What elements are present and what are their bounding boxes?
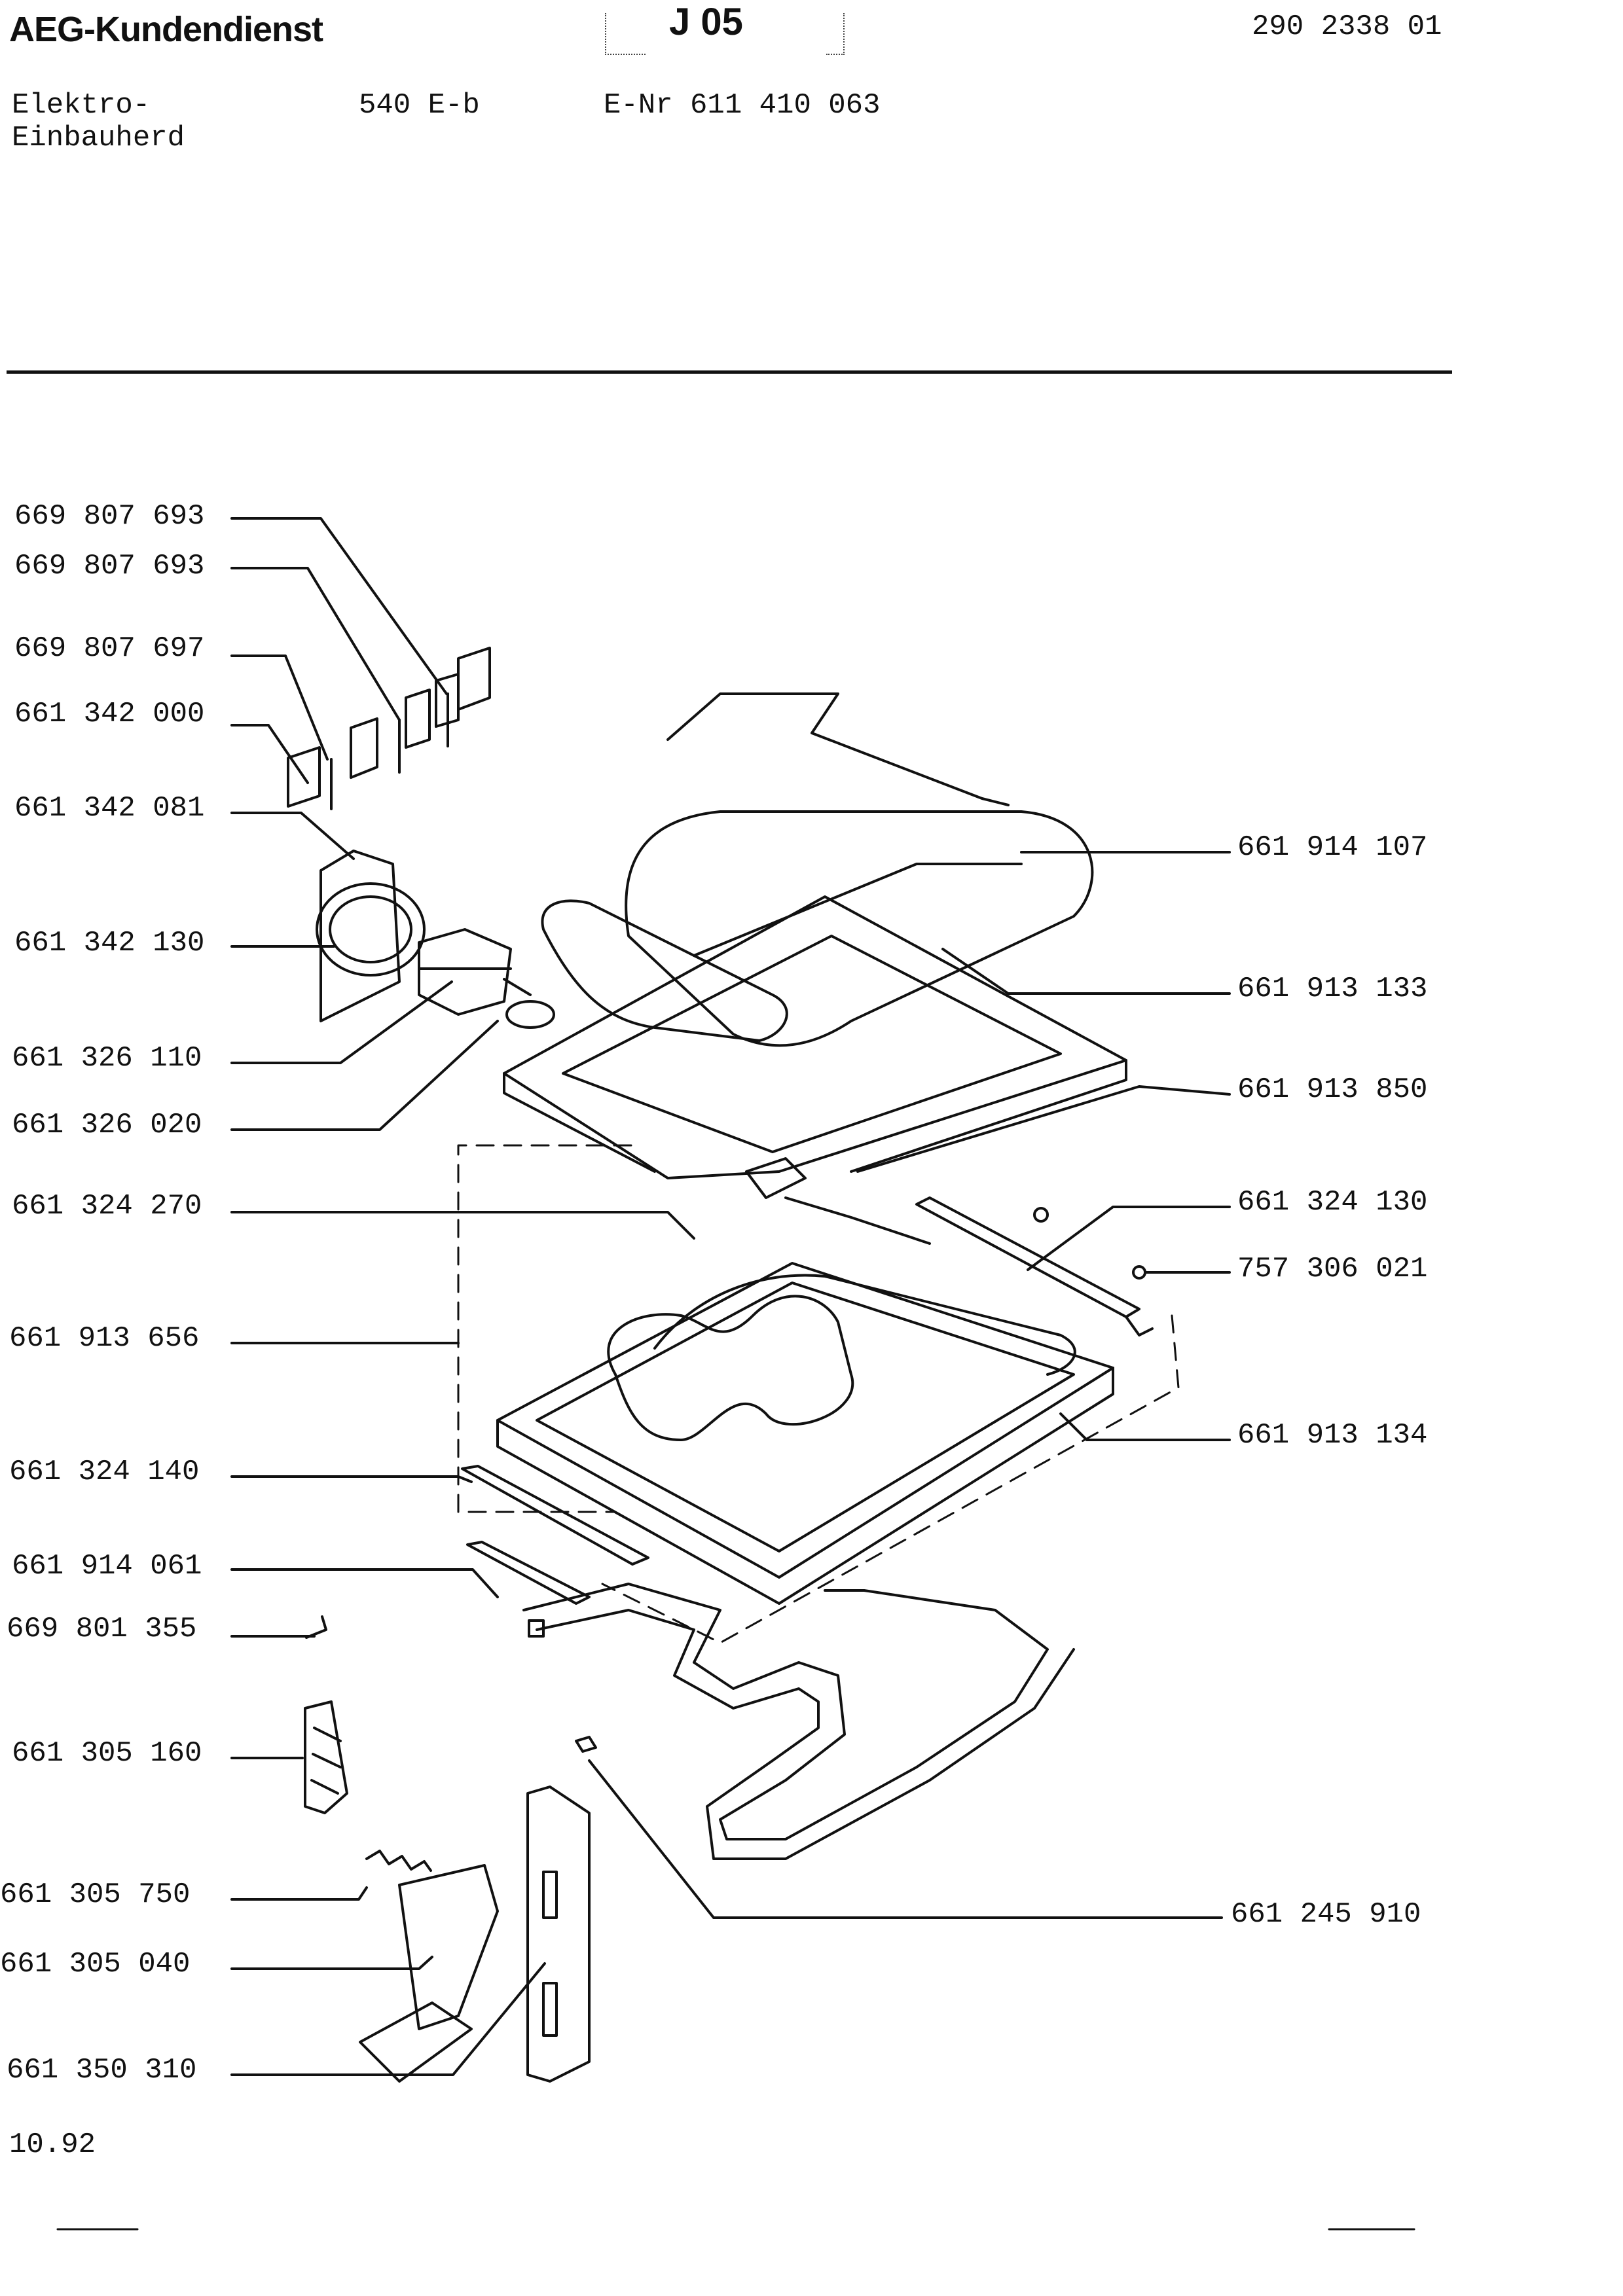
product-enr: E-Nr 611 410 063 [604,89,881,122]
part-label-right: 661 914 107 [1237,831,1428,864]
switch-plates [287,647,491,810]
part-label-left: 669 807 697 [14,632,205,665]
part-label-right: 757 306 021 [1237,1253,1428,1285]
part-label-left: 661 305 160 [12,1737,202,1770]
part-label-left: 661 342 130 [14,927,205,960]
part-label-left: 661 326 020 [12,1109,202,1141]
switch-block [316,850,555,1029]
part-label-left: 661 324 140 [9,1456,200,1488]
screw-icon [1033,1207,1049,1223]
part-label-left: 661 324 270 [12,1190,202,1223]
product-type-line2: Einbauherd [12,122,185,154]
part-label-left: 669 807 693 [14,550,205,583]
part-label-left: 661 305 750 [0,1878,191,1911]
document-number: 290 2338 01 [1252,10,1442,43]
sheet-code: J 05 [669,1,743,43]
vertical-mounting-bracket [526,1736,597,2083]
foot-bracket [359,1864,499,2083]
product-type-line1: Elektro- [12,89,151,122]
right-bracket-strip [915,1196,1154,1336]
part-label-left: 661 914 061 [12,1550,202,1583]
revision-date: 10.92 [9,2128,96,2161]
part-label-right: 661 913 133 [1237,973,1428,1005]
part-label-right: 661 913 850 [1237,1073,1428,1106]
part-label-left: 669 807 693 [14,500,205,533]
grill-heating-element [541,692,1094,1047]
clip-icon [528,1619,545,1638]
oven-base-tray [496,1262,1114,1605]
part-label-left: 661 326 110 [12,1042,202,1075]
side-rails [305,1465,649,1639]
header-divider [7,370,1452,374]
screw-icon [1132,1265,1146,1280]
leader-lines-left [230,517,695,2076]
bottom-heating-element [607,1157,1076,1441]
code-box-left-bracket [605,13,646,55]
spring-icon [365,1850,432,1872]
part-label-left: 661 342 081 [14,792,205,825]
shelf-support-rack [304,1700,348,1814]
part-label-left: 661 305 040 [0,1948,191,1981]
part-label-left: 661 913 656 [9,1322,200,1355]
leader-lines-right [588,851,1231,1919]
lower-u-heater [522,1583,1075,1860]
part-label-right: 661 324 130 [1237,1186,1428,1219]
part-label-left: 669 801 355 [7,1613,197,1645]
code-box-right-bracket [826,13,845,55]
part-label-left: 661 350 310 [7,2054,197,2087]
product-model: 540 E-b [359,89,480,122]
brand-title: AEG-Kundendienst [9,10,323,49]
part-label-right: 661 245 910 [1231,1898,1421,1931]
part-label-right: 661 913 134 [1237,1419,1428,1452]
grill-reflector-tray [503,895,1127,1179]
part-label-left: 661 342 000 [14,698,205,730]
